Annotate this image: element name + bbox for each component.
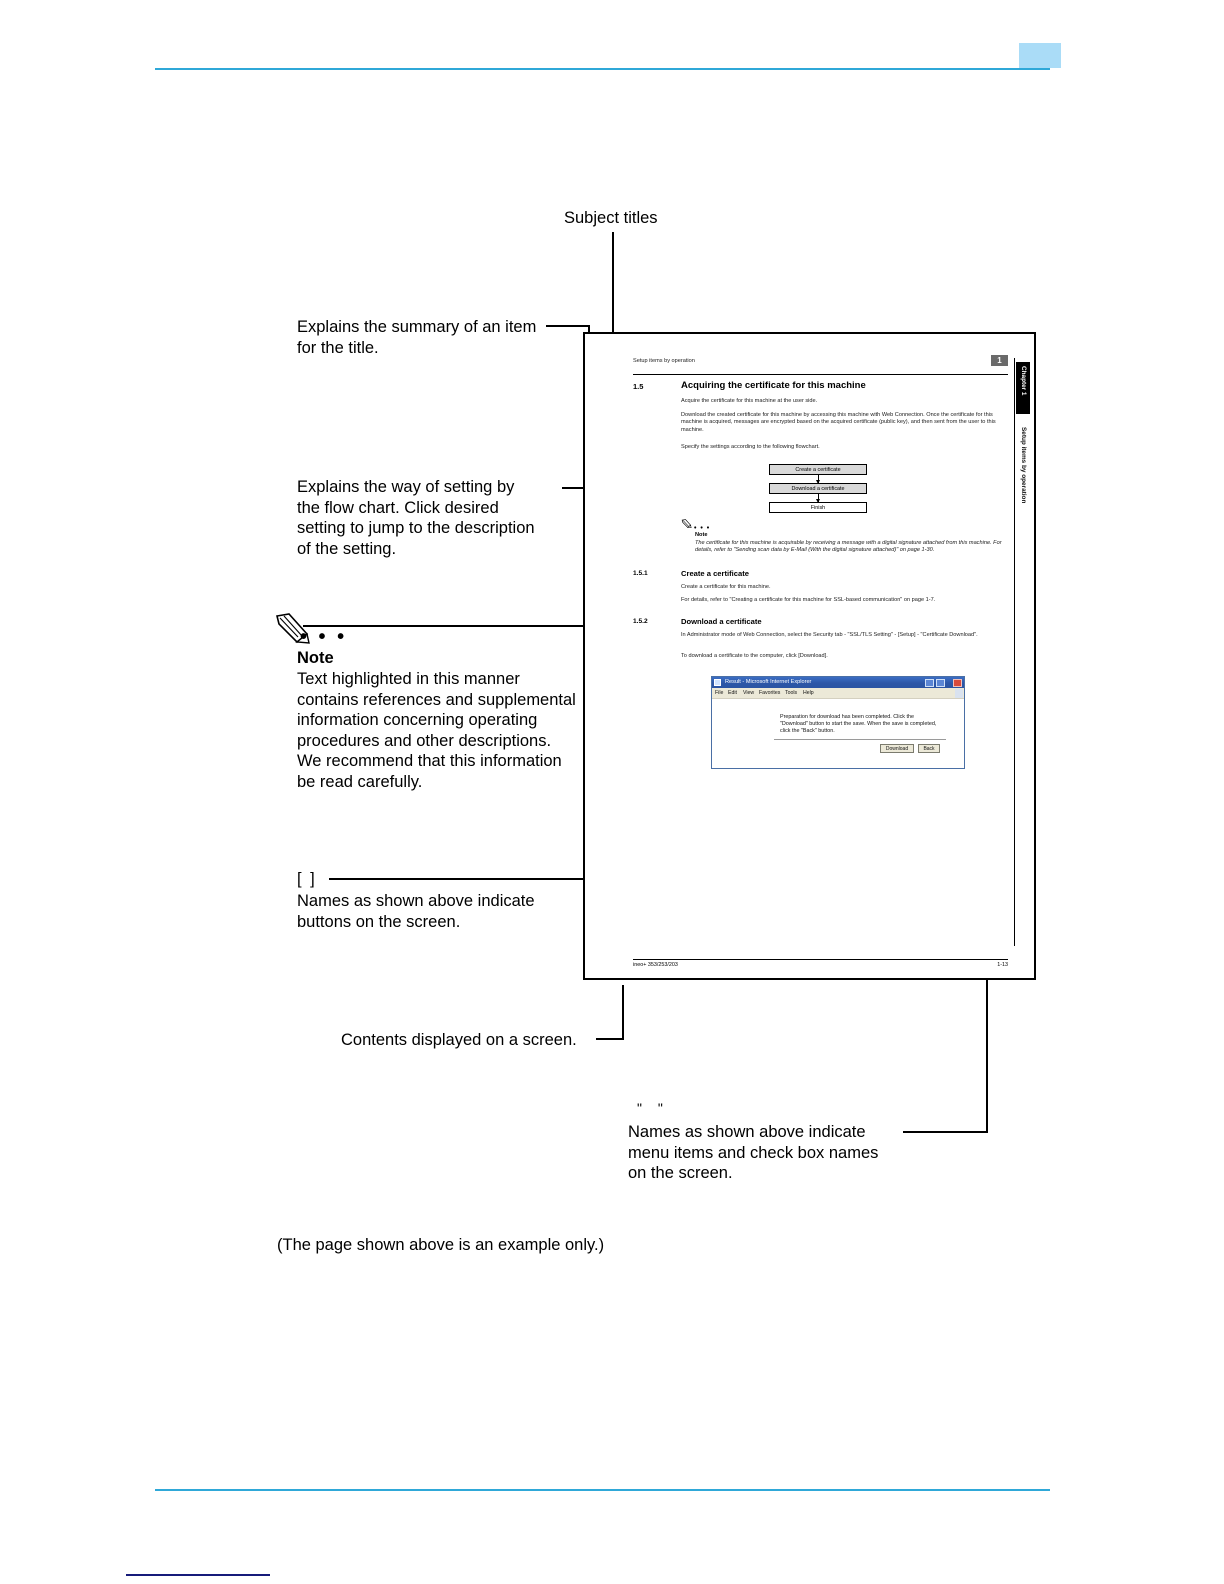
section-paragraph-3: Specify the settings according to the fo…	[681, 444, 820, 450]
menu-file[interactable]: File	[715, 689, 724, 696]
page-note-body: The certificate for this machine is acqu…	[695, 540, 1002, 554]
back-button[interactable]: Back	[918, 744, 940, 753]
section-title: Acquiring the certificate for this machi…	[681, 380, 866, 391]
subsection-number-2: 1.5.2	[633, 618, 648, 625]
subsection-title-1: Create a certificate	[681, 569, 749, 578]
page-note-label: Note	[695, 532, 708, 538]
section-number: 1.5	[633, 382, 644, 391]
caption-contents-desc: Contents displayed on a screen.	[341, 1031, 577, 1049]
subsection-number-1: 1.5.1	[633, 570, 648, 577]
side-label-text: Setup items by operation	[1020, 427, 1027, 504]
flowchart-step-1[interactable]: Download a certificate	[769, 483, 867, 494]
menu-tools[interactable]: Tools	[785, 689, 798, 696]
sample-page-header: Setup items by operation 1	[633, 355, 1008, 375]
flowchart-step-2[interactable]: Finish	[769, 502, 867, 513]
page-note-dots: • • •	[694, 525, 711, 532]
browser-content: Preparation for download has been comple…	[712, 699, 964, 768]
menu-help[interactable]: Help	[803, 689, 814, 696]
section-paragraph-2: Download the created certificate for thi…	[681, 412, 996, 433]
flowchart-connector-1	[816, 494, 820, 503]
chapter-tab: Chapter 1	[1016, 362, 1030, 414]
footer-navy-rule	[126, 1574, 270, 1576]
subsection-2-line-2: To download a certificate to the compute…	[681, 653, 828, 659]
browser-titlebar[interactable]: Result - Microsoft Internet Explorer	[712, 677, 964, 688]
sample-page-footer: ineo+ 353/253/203 1-13	[633, 959, 1008, 968]
subsection-2-line-1: In Administrator mode of Web Connection,…	[681, 632, 978, 638]
download-button[interactable]: Download	[880, 744, 914, 753]
browser-app-icon	[714, 679, 721, 686]
menu-edit[interactable]: Edit	[728, 689, 737, 696]
caption-flow-chart: Explains the way of setting by the flow …	[297, 478, 535, 558]
subsection-title-2: Download a certificate	[681, 617, 762, 626]
flowchart-step-0[interactable]: Create a certificate	[769, 464, 867, 475]
leader-quotes-h	[903, 1131, 988, 1133]
caption-subject-titles: Subject titles	[564, 209, 658, 227]
maximize-button[interactable]	[936, 679, 945, 687]
sample-page-footer-right: 1-13	[997, 962, 1008, 968]
leader-note-h1	[303, 625, 608, 627]
sample-page-preview: Setup items by operation 1 1.5 Acquiring…	[583, 332, 1036, 980]
sample-page-tab-divider	[1014, 358, 1015, 946]
flowchart-connector-0	[816, 475, 820, 484]
page-pencil-icon	[681, 519, 692, 528]
caption-quotes-desc: Names as shown above indicate menu items…	[628, 1123, 879, 1182]
leader-contents-v	[622, 985, 624, 1040]
subsection-1-line-2: For details, refer to "Creating a certif…	[681, 597, 936, 603]
browser-title: Result - Microsoft Internet Explorer	[725, 678, 812, 685]
caption-example-only: (The page shown above is an example only…	[277, 1236, 605, 1254]
caption-note-heading: Note	[297, 649, 334, 667]
close-button[interactable]	[953, 679, 962, 687]
browser-menubar: File Edit View Favorites Tools Help	[712, 688, 964, 699]
subsection-1-line-1: Create a certificate for this machine.	[681, 584, 771, 590]
minimize-button[interactable]	[925, 679, 934, 687]
sample-page-header-number: 1	[991, 355, 1008, 366]
footer-rule	[155, 1489, 1050, 1491]
sample-page-footer-left: ineo+ 353/253/203	[633, 962, 678, 968]
content-divider	[774, 739, 946, 740]
caption-brackets-desc: Names as shown above indicate buttons on…	[297, 892, 535, 931]
chapter-tab-label: Chapter 1	[1020, 366, 1027, 396]
leader-contents-h	[596, 1038, 624, 1040]
leader-subject-vertical	[612, 232, 614, 384]
caption-brackets-symbol: [ ]	[297, 870, 317, 888]
sample-page-header-title: Setup items by operation	[633, 358, 695, 364]
sample-page-content: Setup items by operation 1 1.5 Acquiring…	[633, 355, 1008, 970]
menu-view[interactable]: View	[743, 689, 755, 696]
browser-window: Result - Microsoft Internet Explorer Fil…	[711, 676, 965, 769]
menu-favorites[interactable]: Favorites	[759, 689, 781, 696]
caption-note-body: Text highlighted in this manner contains…	[297, 670, 576, 791]
side-label: Setup items by operation	[1016, 426, 1030, 526]
caption-quotes-symbol: " "	[637, 1100, 669, 1116]
section-paragraph-1: Acquire the certificate for this machine…	[681, 398, 818, 404]
leader-summary-h1	[546, 325, 590, 327]
pencil-icon	[276, 613, 310, 644]
caption-summary: Explains the summary of an item for the …	[297, 318, 537, 357]
note-dots: • • •	[300, 626, 348, 648]
download-message: Preparation for download has been comple…	[780, 714, 937, 734]
header-accent-box	[1019, 43, 1061, 68]
browser-toolbar-logo	[955, 689, 963, 698]
leader-brackets-h	[329, 878, 604, 880]
header-rule	[155, 68, 1050, 70]
